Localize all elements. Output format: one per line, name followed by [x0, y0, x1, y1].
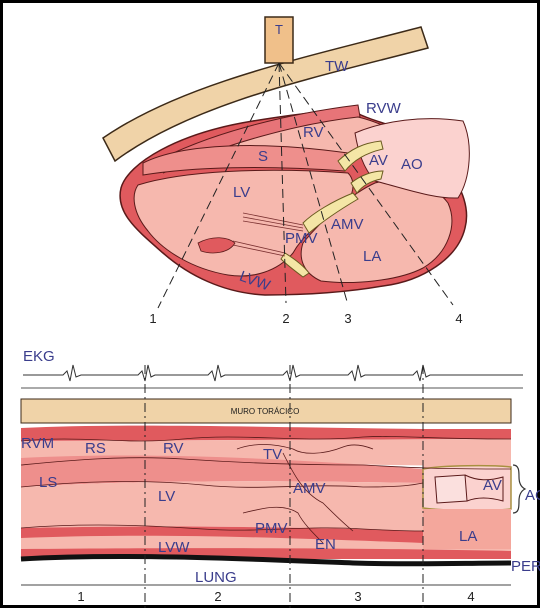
label-ls: LS [39, 474, 57, 491]
label-rv-m: RV [163, 440, 184, 457]
beam-number-2: 2 [282, 311, 289, 326]
section-number-4: 4 [467, 589, 474, 604]
label-la-m: LA [459, 528, 477, 545]
label-per: PER [511, 558, 540, 575]
label-muro-toracico: MURO TORÁCICO [231, 407, 300, 416]
label-av-m: AV [483, 477, 502, 494]
beam-number-1: 1 [149, 311, 156, 326]
label-ekg: EKG [23, 348, 55, 365]
label-rv: RV [303, 124, 324, 141]
layer-lv-cavity [21, 481, 423, 531]
label-lung: LUNG [195, 569, 237, 586]
label-av: AV [369, 152, 388, 169]
label-pmv: PMV [285, 230, 318, 247]
aortic-valve-box [435, 475, 467, 503]
beam-number-3: 3 [344, 311, 351, 326]
m-mode-section: EKG MURO TORÁCICO [21, 348, 540, 608]
label-tv: TV [263, 446, 282, 463]
label-ao: AO [401, 156, 423, 173]
label-s: S [258, 148, 268, 165]
label-en: EN [315, 536, 336, 553]
label-lv-m: LV [158, 488, 175, 505]
label-tw: TW [325, 58, 349, 75]
label-rs: RS [85, 440, 106, 457]
heart-section: T TW RVW RV S AV AO LV AMV PMV LA LVW 1 … [103, 17, 469, 326]
label-amv: AMV [331, 216, 364, 233]
label-lv: LV [233, 184, 250, 201]
section-number-2: 2 [214, 589, 221, 604]
label-ac: AC [525, 487, 540, 504]
ekg-trace [23, 365, 523, 381]
layer-aorta-region [423, 441, 511, 469]
label-rvw: RVW [366, 100, 402, 117]
transducer-label: T [275, 22, 283, 37]
label-la: LA [363, 248, 381, 265]
label-lvw-m: LVW [158, 539, 190, 556]
section-number-1: 1 [77, 589, 84, 604]
layer-rv-wall [21, 426, 511, 441]
echo-diagram: T TW RVW RV S AV AO LV AMV PMV LA LVW 1 … [3, 3, 540, 611]
section-number-3: 3 [354, 589, 361, 604]
label-pmv-m: PMV [255, 520, 288, 537]
ac-brace [513, 465, 525, 513]
label-amv-m: AMV [293, 480, 326, 497]
label-rvm: RVM [21, 435, 54, 452]
beam-number-4: 4 [455, 311, 462, 326]
